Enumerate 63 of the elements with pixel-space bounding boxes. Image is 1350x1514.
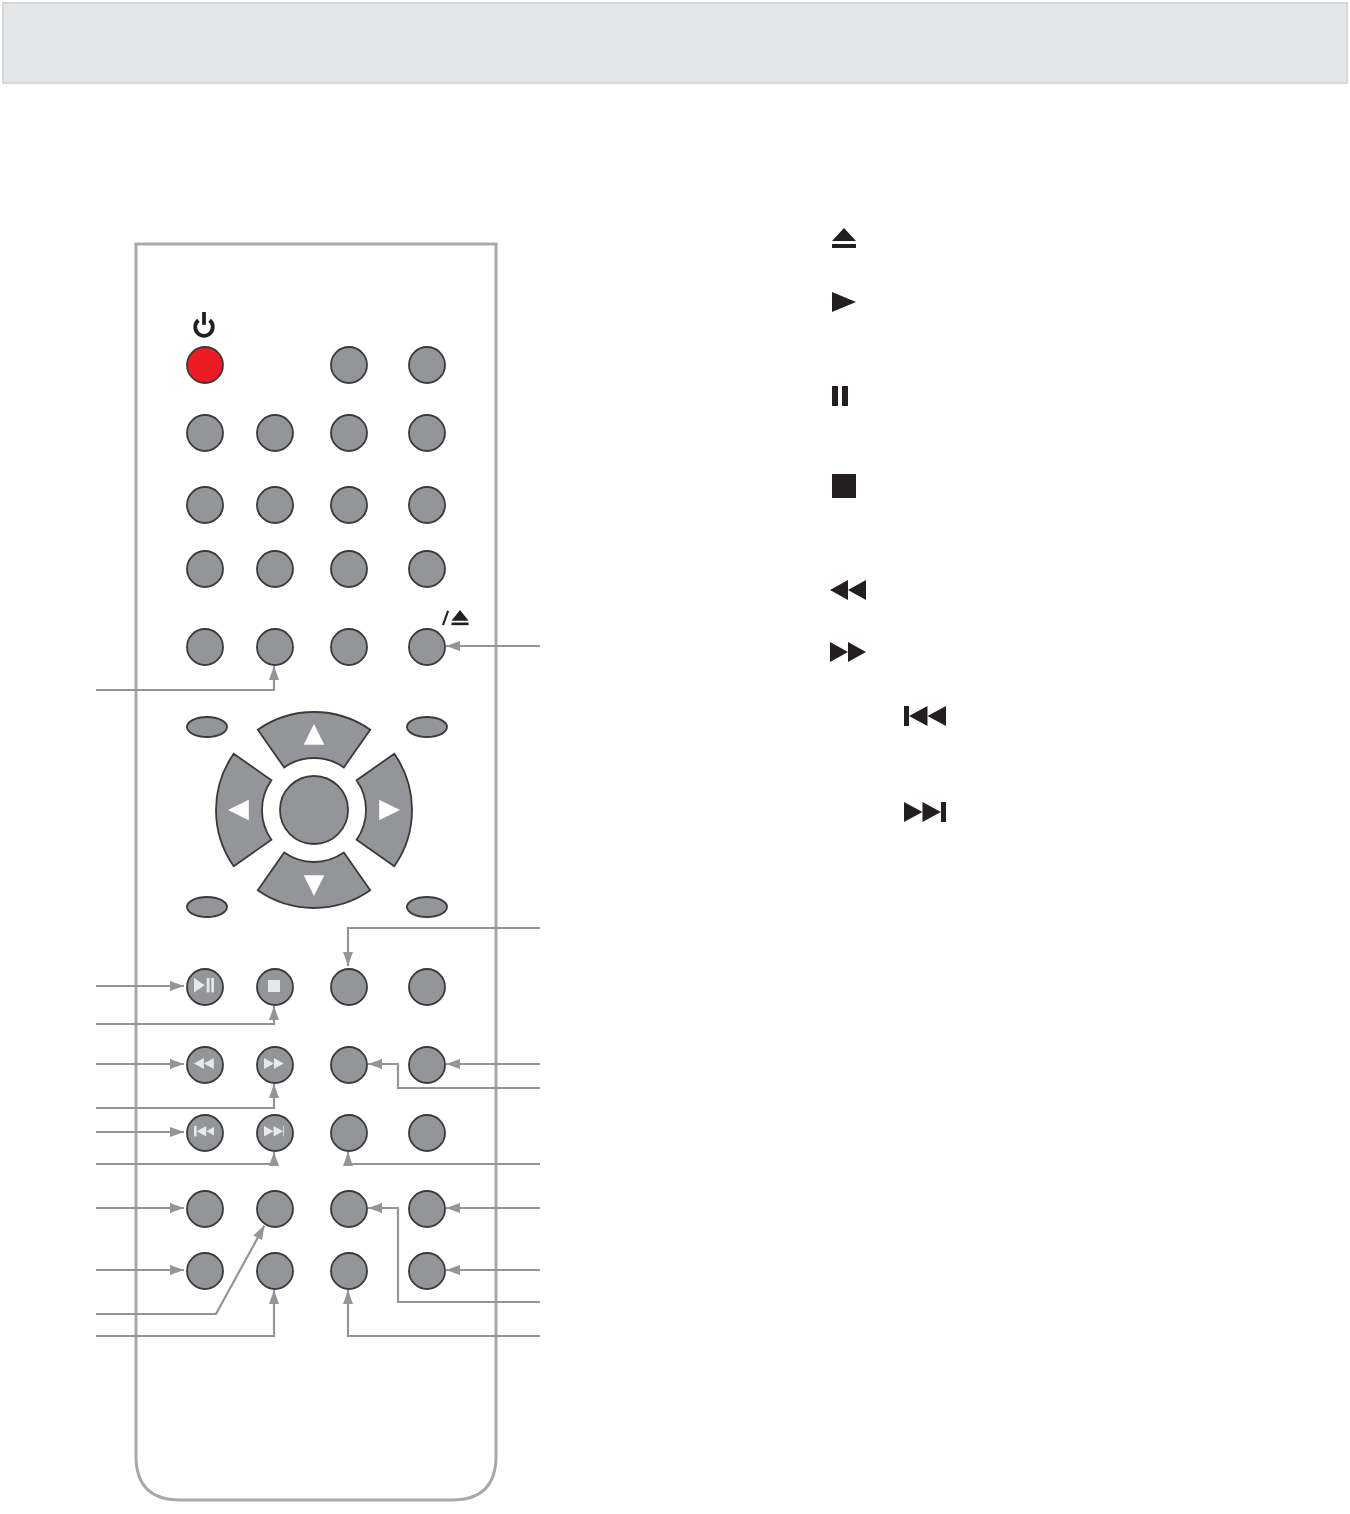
remote-button: [407, 1189, 445, 1227]
remote-button: [329, 1045, 367, 1083]
remote-button: [255, 1251, 293, 1289]
remote-button: [255, 1113, 293, 1151]
remote-button: [407, 1045, 445, 1083]
remote-button: [255, 549, 293, 587]
remote-button: [185, 967, 223, 1005]
remote-button: [185, 413, 223, 451]
leader-line: [96, 666, 279, 692]
remote-button: [407, 1251, 445, 1289]
leader-line: [343, 1290, 540, 1338]
remote-button: [407, 485, 445, 523]
leader-line: [446, 641, 540, 651]
remote-button: [185, 895, 227, 917]
remote-button: [255, 1189, 293, 1227]
leader-line: [96, 1152, 279, 1166]
leader-line: [96, 1225, 266, 1316]
leader-line: [368, 1059, 540, 1090]
remote-button: [329, 485, 367, 523]
remote-button: [329, 1251, 367, 1289]
remote-button: [407, 627, 445, 665]
remote-button: [407, 1113, 445, 1151]
remote-button: [329, 627, 367, 665]
remote-button: [329, 549, 367, 587]
leader-line: [446, 1265, 540, 1275]
remote-button: [255, 413, 293, 451]
remote-button: [185, 1113, 223, 1151]
remote-button: [329, 345, 367, 383]
remote-button: [185, 485, 223, 523]
leader-line: [96, 1084, 279, 1110]
remote-button: [405, 715, 447, 737]
leader-line: [343, 926, 540, 966]
leader-line: [96, 1127, 184, 1137]
remote-button: [185, 1189, 223, 1227]
leader-line: [96, 1059, 184, 1069]
remote-button: [255, 967, 293, 1005]
remote-button: [185, 715, 227, 737]
remote-button: [255, 485, 293, 523]
leader-line: [368, 1203, 540, 1304]
remote-button: [329, 413, 367, 451]
remote-button: [185, 1251, 223, 1289]
remote-button: [329, 1113, 367, 1151]
remote-button: [407, 967, 445, 1005]
leader-line: [96, 1006, 279, 1026]
leader-line: [96, 1265, 184, 1275]
remote-button: [329, 967, 367, 1005]
remote-button: [185, 627, 223, 665]
remote-button: [405, 895, 447, 917]
leader-line: [96, 1203, 184, 1213]
remote-button: [329, 1189, 367, 1227]
remote-button: [185, 549, 223, 587]
remote-button: [255, 1045, 293, 1083]
remote-button: [185, 345, 223, 383]
leader-line: [343, 1152, 540, 1166]
leader-line: [96, 981, 184, 991]
remote-button: [407, 345, 445, 383]
leader-line: [446, 1059, 540, 1069]
remote-button: [185, 1045, 223, 1083]
remote-button: [407, 549, 445, 587]
leader-line: [96, 1290, 279, 1338]
leader-line: [446, 1203, 540, 1213]
remote-button: [407, 413, 445, 451]
remote-button: [255, 627, 293, 665]
